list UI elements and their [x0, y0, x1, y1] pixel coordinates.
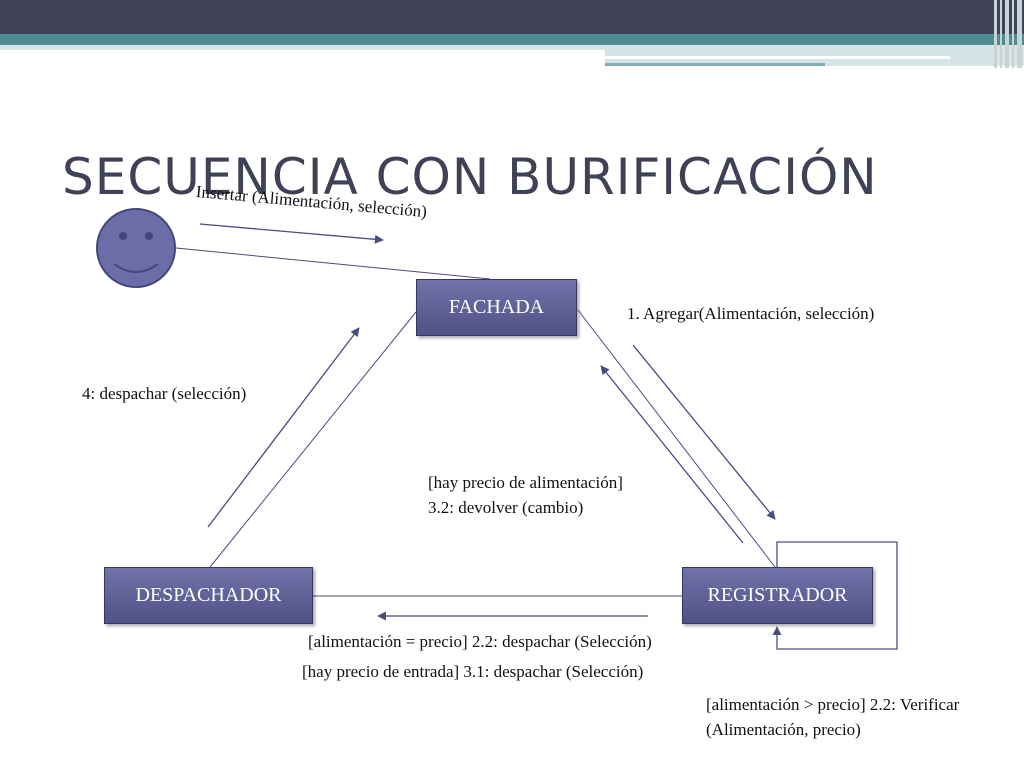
node-despachador: DESPACHADOR: [104, 567, 313, 624]
message-verificar: [alimentación > precio] 2.2: Verificar (…: [706, 692, 959, 742]
message-precio-entrada: [hay precio de entrada] 3.1: despachar (…: [302, 662, 644, 681]
message-devolver-text: 3.2: devolver (cambio): [428, 498, 584, 517]
page-title: SECUENCIA CON BURIFICACIÓN: [62, 148, 878, 206]
arrow-agregar: [632, 344, 776, 520]
message-agregar: 1. Agregar(Alimentación, selección): [627, 304, 875, 323]
link-fachada-despachador: [209, 311, 417, 568]
message-despachar4: 4: despachar (selección): [82, 384, 247, 403]
message-verificar-line1: [alimentación > precio] 2.2: Verificar: [706, 695, 960, 714]
node-registrador-label: REGISTRADOR: [707, 584, 848, 606]
arrow-devolver: [600, 365, 744, 544]
node-despachador-label: DESPACHADOR: [135, 584, 282, 606]
header-stripe-right: [605, 45, 1024, 66]
header-stripe-line: [605, 63, 825, 66]
node-fachada-label: FACHADA: [448, 296, 545, 318]
message-verificar-line2: (Alimentación, precio): [706, 720, 861, 739]
link-fachada-registrador: [577, 309, 776, 568]
header-stripe: [0, 34, 1024, 45]
node-registrador: REGISTRADOR: [682, 567, 873, 624]
arrow-despachar4: [207, 327, 360, 528]
message-devolver: [hay precio de alimentación] 3.2: devolv…: [428, 470, 623, 520]
header-stripe-light: [0, 45, 605, 50]
header-corner-bars: [992, 0, 1024, 68]
link-actor-fachada: [175, 247, 491, 280]
header-bar: [0, 0, 1024, 34]
header-stripe-line: [605, 56, 950, 59]
arrow-insertar: [199, 223, 384, 244]
message-devolver-guard: [hay precio de alimentación]: [428, 473, 623, 492]
message-alimentacion-igual: [alimentación = precio] 2.2: despachar (…: [308, 632, 652, 651]
node-fachada: FACHADA: [416, 279, 577, 336]
arrow-verificar-self-loop: [772, 541, 898, 650]
smiley-face-icon: [96, 208, 176, 288]
